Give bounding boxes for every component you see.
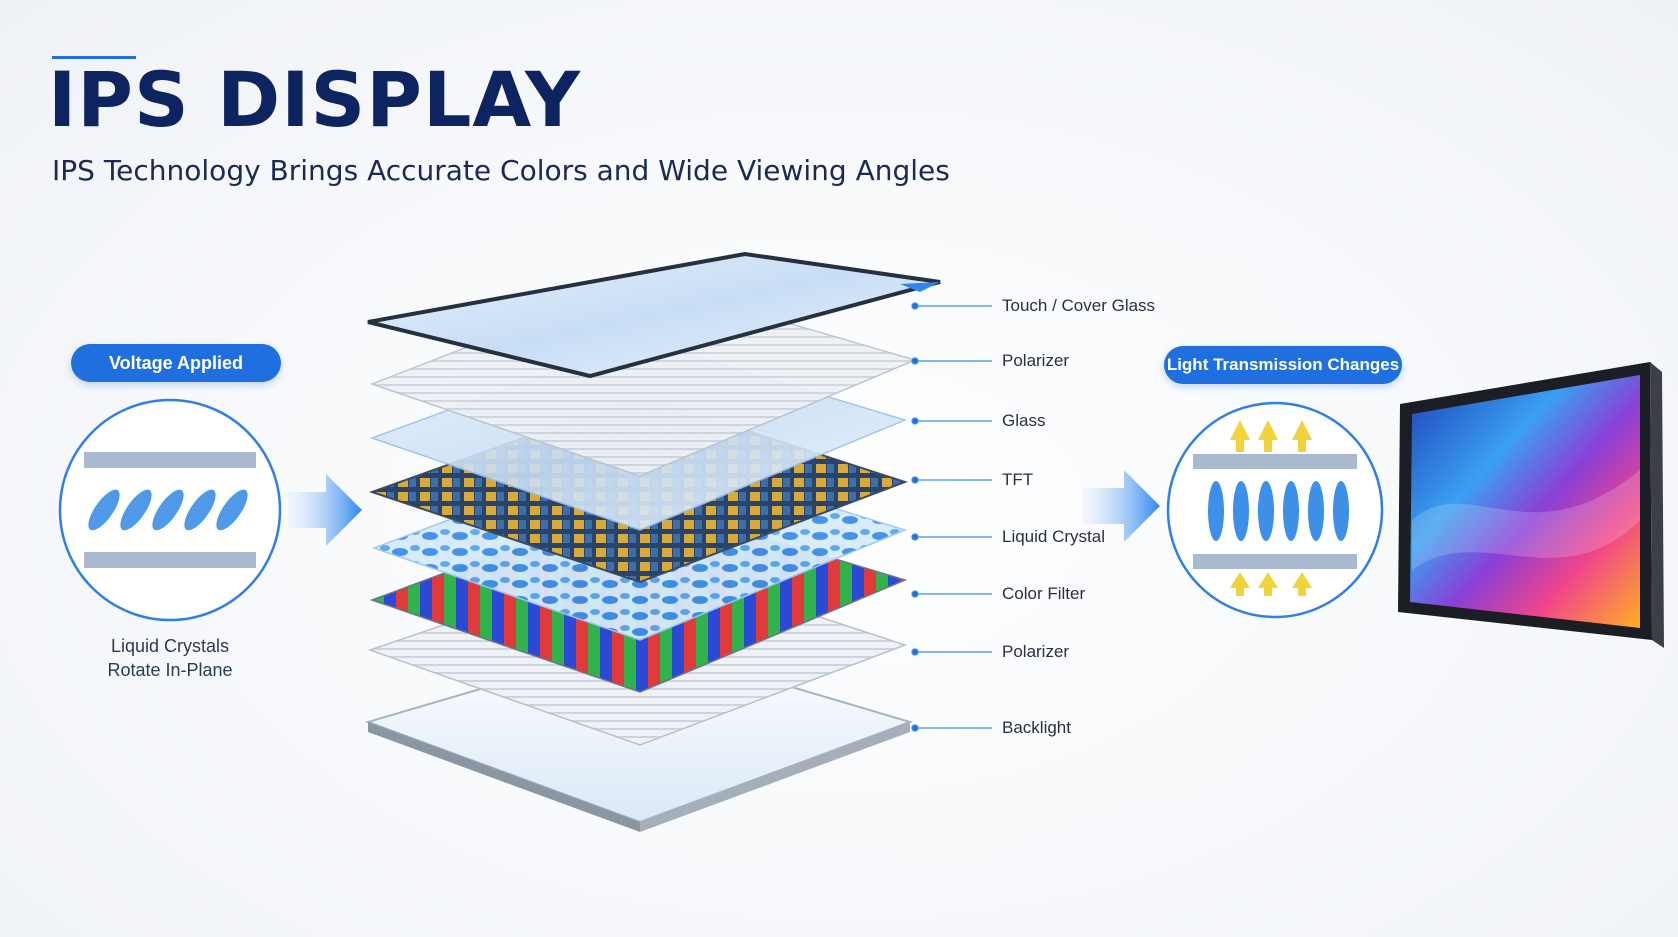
layer-cover-glass xyxy=(367,251,941,379)
label-backlight: Backlight xyxy=(1002,718,1071,737)
page-subtitle: IPS Technology Brings Accurate Colors an… xyxy=(52,154,950,187)
light-transmission-badge: Light Transmission Changes xyxy=(1164,346,1402,384)
label-polarizer-top: Polarizer xyxy=(1002,351,1070,370)
voltage-applied-badge: Voltage Applied xyxy=(71,344,281,382)
label-glass: Glass xyxy=(1002,411,1046,430)
leader-lines xyxy=(911,302,992,732)
left-crystal-circle xyxy=(58,398,282,622)
right-crystal-circle xyxy=(1166,401,1384,619)
light-arrows-icon xyxy=(1230,420,1312,596)
label-liquid-crystal: Liquid Crystal xyxy=(1002,527,1105,546)
label-polarizer-bottom: Polarizer xyxy=(1002,642,1070,661)
label-cover-glass: Touch / Cover Glass xyxy=(1002,296,1156,315)
caption-line-2: Rotate In-Plane xyxy=(107,660,233,680)
page-title: IPS DISPLAY xyxy=(48,55,581,144)
tablet-icon xyxy=(1398,362,1664,648)
left-arrow-icon xyxy=(288,474,362,546)
left-caption: Liquid Crystals Rotate In-Plane xyxy=(70,634,270,682)
title-accent-line xyxy=(52,56,136,59)
caption-line-1: Liquid Crystals xyxy=(110,636,230,656)
right-arrow-icon xyxy=(1082,470,1160,542)
label-color-filter: Color Filter xyxy=(1002,584,1086,603)
label-tft: TFT xyxy=(1002,470,1034,489)
